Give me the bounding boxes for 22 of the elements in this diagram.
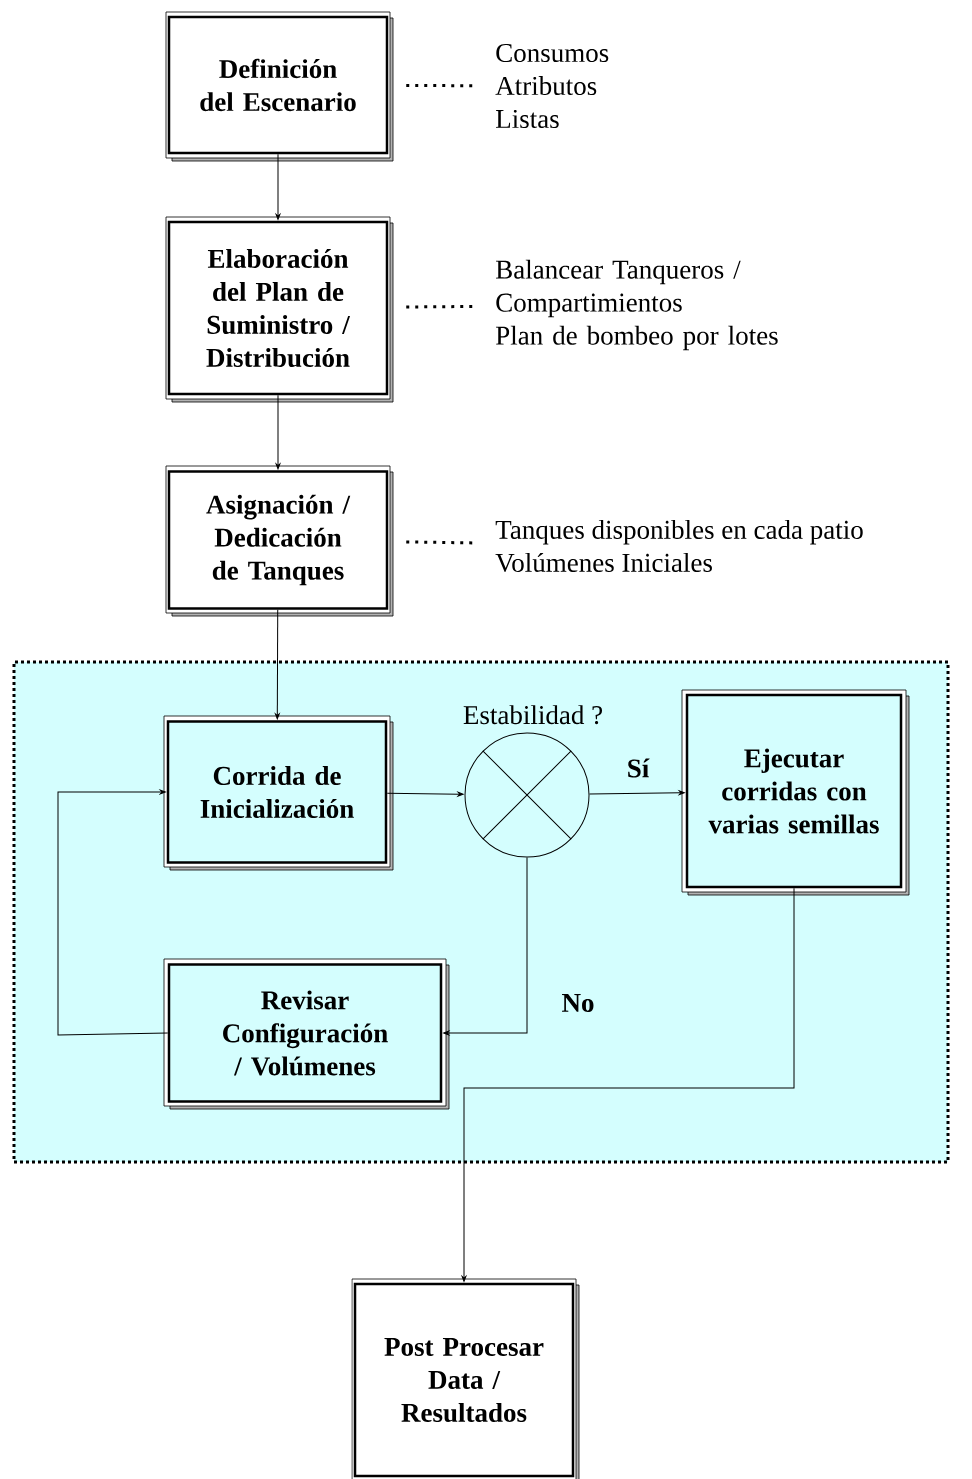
arrow bbox=[275, 153, 281, 220]
note-text: Consumos Atributos Listas bbox=[495, 43, 609, 129]
arrow bbox=[274, 609, 280, 720]
process-box: Ejecutar corridas con varias semillas bbox=[681, 689, 910, 896]
process-box: Revisar Configuración / Volúmenes bbox=[163, 958, 450, 1110]
arrow bbox=[57, 789, 169, 1036]
arrow bbox=[443, 857, 528, 1036]
note-text: Tanques disponibles en cada patio Volúmenes Iniciales bbox=[495, 519, 863, 573]
process-box: Asignación / Dedicación de Tanques bbox=[165, 465, 394, 617]
note-text: Balancear Tanqueros / Compartimientos Plan de bombeo por lotes bbox=[496, 259, 778, 351]
edge-label: No bbox=[562, 994, 594, 1012]
arrow bbox=[461, 887, 795, 1282]
arrow bbox=[386, 791, 464, 797]
edge-label: Sí bbox=[628, 758, 650, 778]
node-label: Estabilidad ? bbox=[463, 705, 603, 725]
arrow bbox=[589, 790, 685, 796]
process-box: Definición del Escenario bbox=[165, 11, 394, 162]
process-box: Corrida de Inicialización bbox=[163, 715, 394, 871]
process-box: Elaboración del Plan de Suministro / Distribución bbox=[165, 216, 394, 403]
leader-line bbox=[406, 83, 475, 88]
process-box: Post Procesar Data / Resultados bbox=[351, 1278, 580, 1479]
arrow bbox=[275, 394, 281, 470]
